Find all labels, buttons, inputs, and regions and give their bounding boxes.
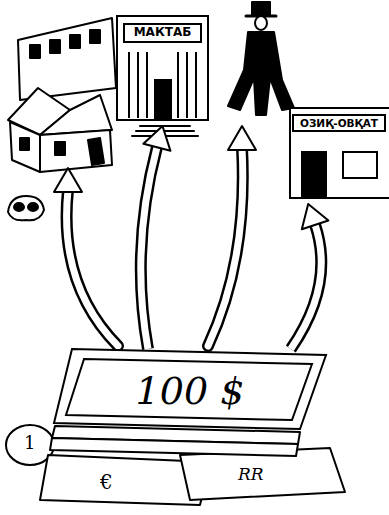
currency-sign: € — [100, 470, 113, 494]
door — [155, 80, 171, 120]
money-stack: 100 $ — [50, 345, 330, 437]
column — [186, 52, 188, 118]
apartment-building — [18, 18, 116, 100]
column — [137, 52, 139, 118]
window — [55, 142, 65, 155]
arrow-outline — [291, 225, 321, 349]
house-roof — [40, 95, 112, 135]
hollow-arrow — [291, 204, 329, 349]
window — [70, 35, 80, 48]
sign-board: ОЗИҚ-ОВҚАТ — [292, 114, 386, 132]
sign-board: МАКТАБ — [123, 23, 202, 43]
head — [255, 16, 267, 30]
house-wall — [40, 130, 112, 172]
arrow-fill — [141, 147, 157, 349]
school-wall — [117, 16, 208, 120]
window — [50, 40, 60, 53]
column — [177, 52, 179, 118]
door — [88, 138, 104, 165]
column — [146, 52, 148, 118]
mask — [8, 196, 44, 220]
step — [136, 130, 194, 132]
step — [140, 125, 190, 127]
shop-building: ОЗИҚ-ОВҚАТ — [288, 100, 389, 200]
hollow-arrow — [141, 126, 171, 349]
arrow-head — [302, 204, 329, 229]
banknote-stack — [50, 438, 298, 456]
mask-eye — [28, 203, 38, 211]
arrow-fill — [208, 148, 243, 346]
school-building: МАКТАБ — [115, 10, 210, 122]
arrow-outline — [67, 190, 118, 346]
window — [90, 30, 100, 43]
column — [195, 52, 197, 118]
window — [30, 45, 40, 58]
arrow-head — [228, 126, 256, 150]
arrow-head — [54, 168, 82, 192]
coin-value: 1 — [24, 432, 35, 453]
arrow-outline — [208, 148, 243, 346]
man-figure — [228, 32, 294, 115]
column — [128, 52, 130, 118]
mask-eye — [14, 203, 24, 211]
arrow-head — [143, 126, 170, 151]
currency-sign: RR — [238, 464, 264, 484]
house-wall — [10, 122, 40, 172]
arrow-fill — [291, 225, 321, 349]
window — [20, 138, 29, 150]
amount-text: 100 $ — [50, 345, 330, 437]
step — [132, 135, 198, 137]
door — [302, 152, 326, 198]
top-hat — [252, 2, 270, 16]
shop-wall — [290, 108, 389, 198]
window — [343, 152, 377, 178]
arrow-fill — [67, 190, 118, 346]
arrow-outline — [141, 147, 157, 349]
